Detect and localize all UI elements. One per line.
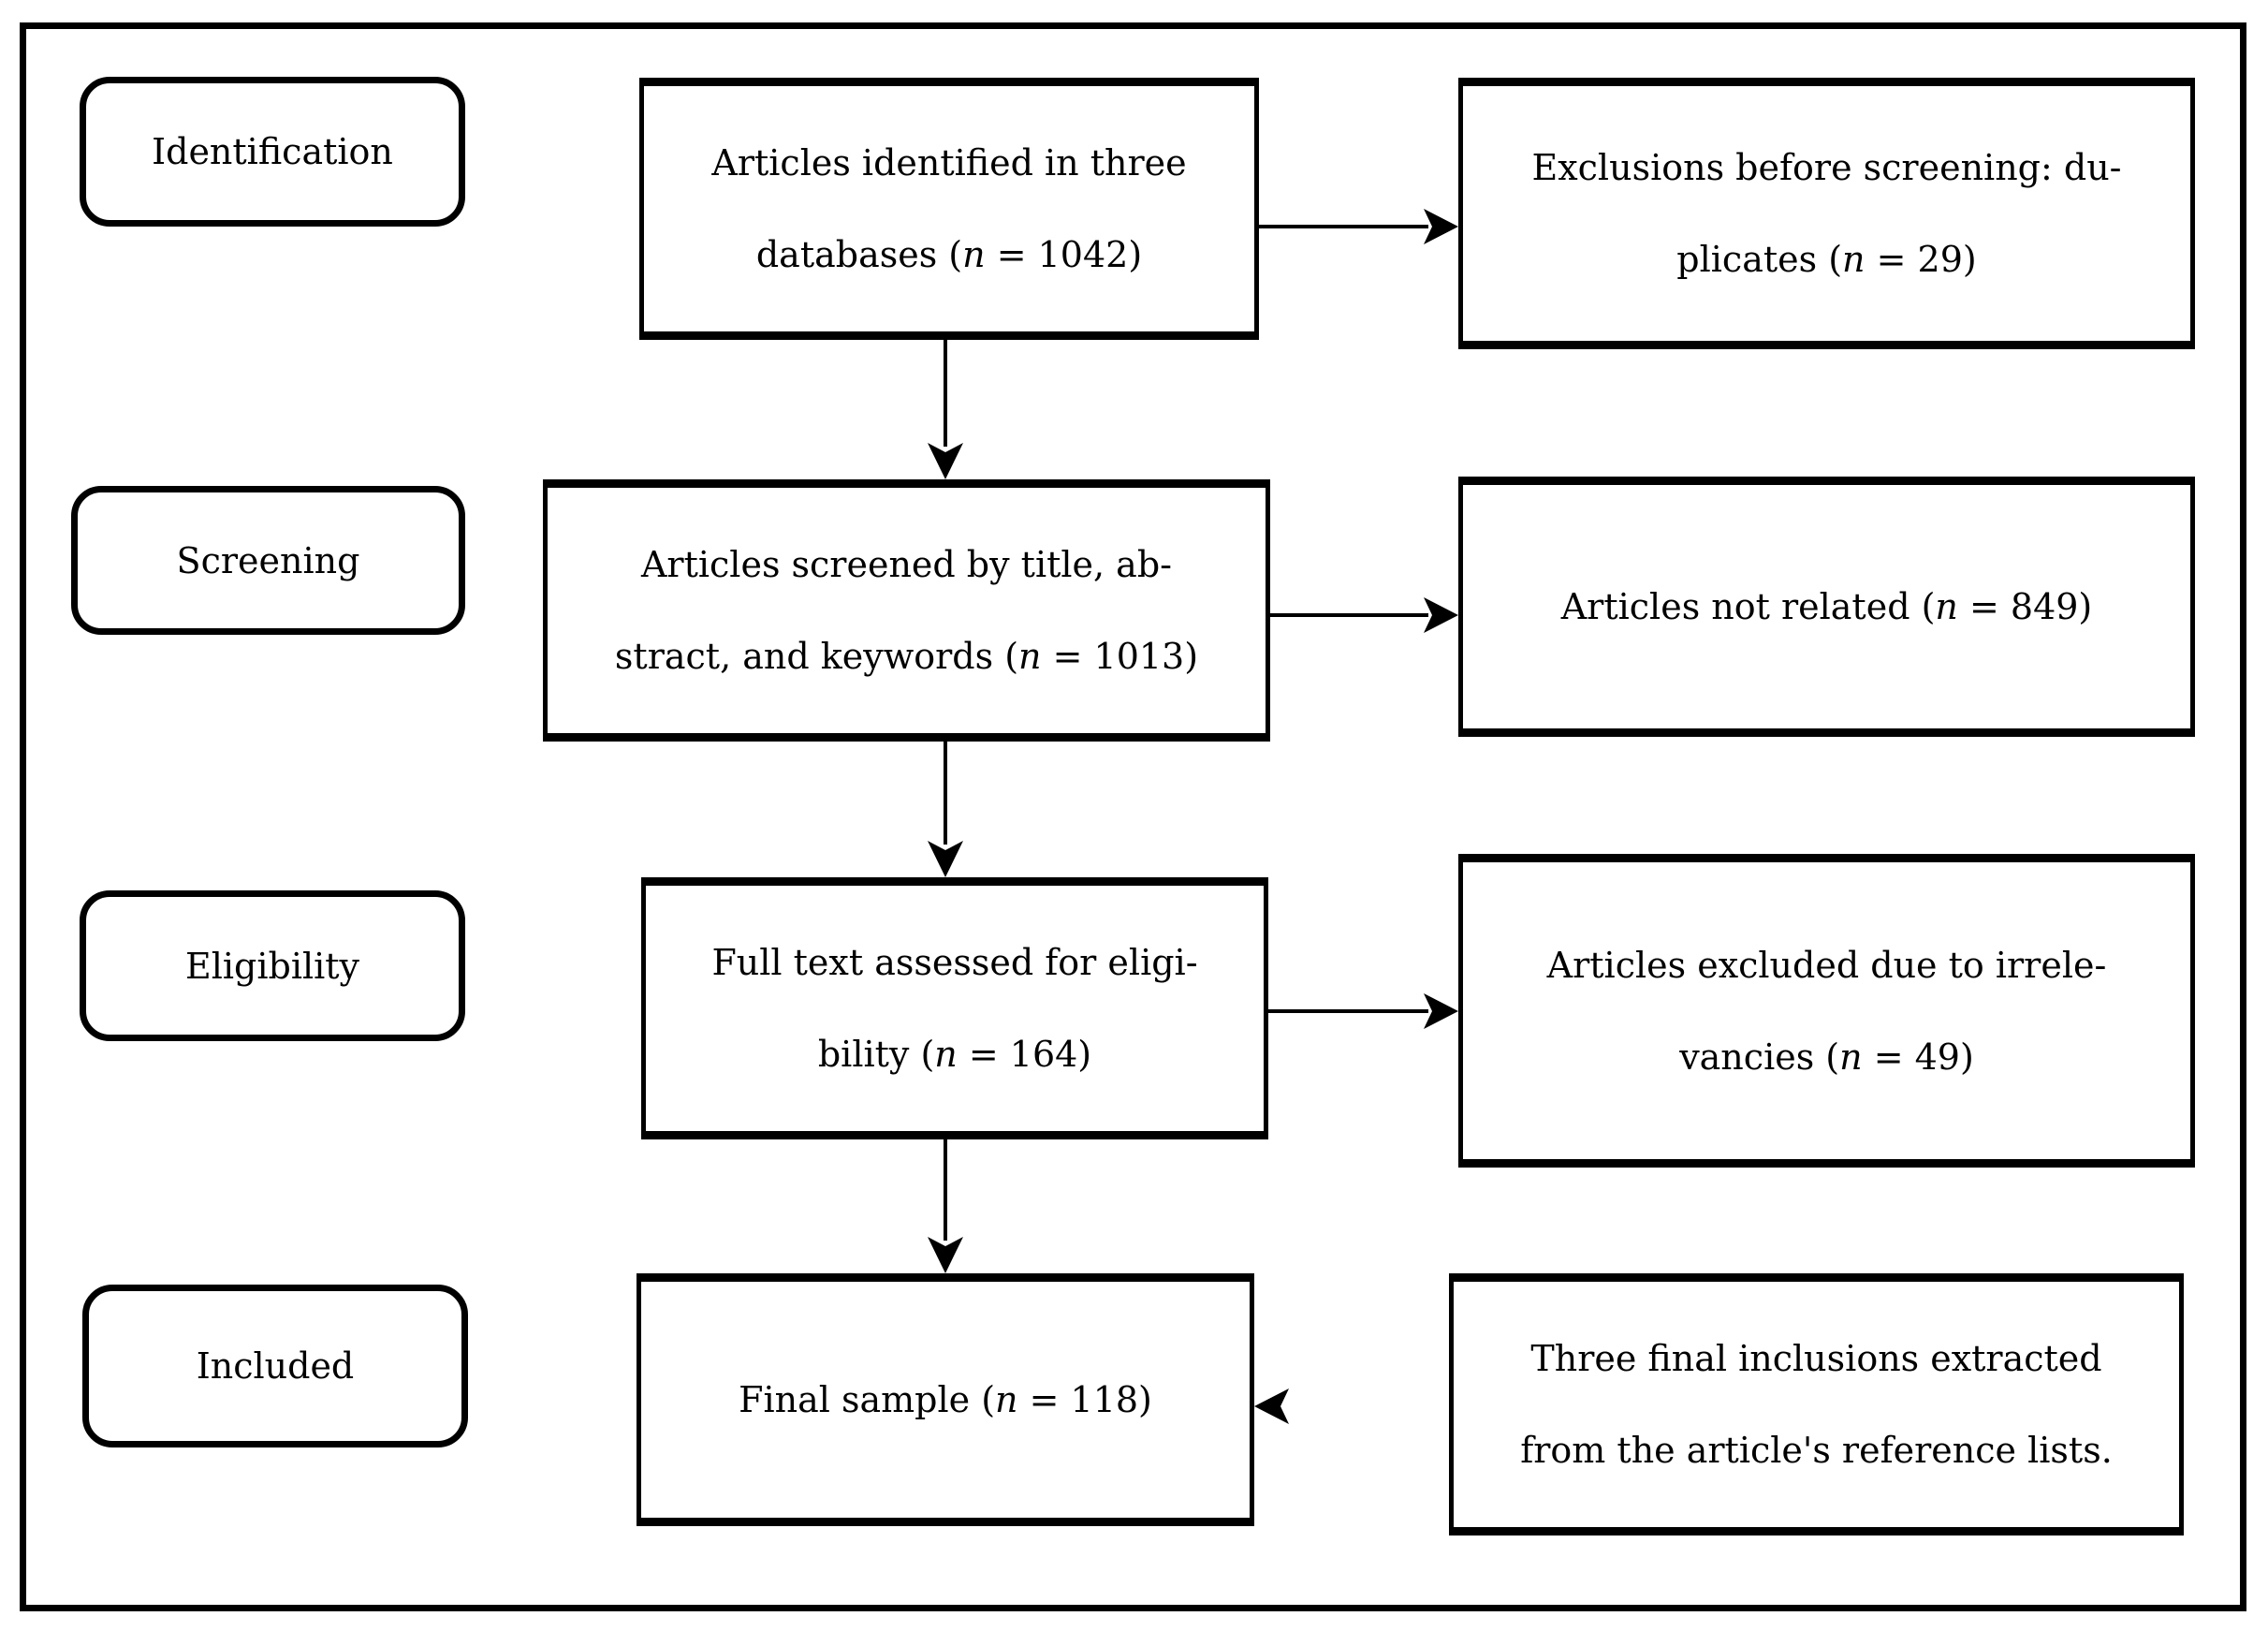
right-arrow-icon (1268, 993, 1458, 1029)
right-arrow-icon (1270, 597, 1458, 633)
italic-n: n (1842, 239, 1866, 280)
stage-box-included: Included (82, 1285, 468, 1447)
text-line: bility (n = 164) (818, 1034, 1091, 1075)
text-line: plicates (n = 29) (1676, 239, 1976, 280)
text-line: Final sample (n = 118) (739, 1379, 1152, 1420)
text-segment: = 1042) (985, 234, 1143, 275)
text-segment: Exclusions before screening: du- (1531, 147, 2122, 188)
text-line: stract, and keywords (n = 1013) (615, 636, 1198, 677)
text-line: Exclusions before screening: du- (1531, 147, 2121, 188)
text-segment: bility ( (817, 1034, 935, 1075)
text-segment: = 49) (1862, 1036, 1974, 1078)
stage-box-eligibility: Eligibility (80, 890, 465, 1041)
main-box-screening: Articles screened by title, ab- stract, … (543, 479, 1270, 742)
stage-box-screening: Screening (71, 486, 465, 635)
text-line: Three final inclusions extracted (1530, 1338, 2101, 1379)
side-box-reference-inclusions: Three final inclusions extracted from th… (1449, 1273, 2184, 1535)
text-line: Full text assessed for eligi- (711, 942, 1197, 983)
stage-label: Identification (152, 131, 393, 172)
text-segment: Articles identified in three (711, 142, 1187, 184)
italic-n: n (934, 1034, 958, 1075)
right-arrow-icon (1259, 209, 1458, 244)
text-line: Articles identified in three (711, 142, 1186, 184)
stage-box-identification: Identification (80, 77, 465, 227)
italic-n: n (995, 1379, 1018, 1420)
text-segment: = 164) (957, 1034, 1092, 1075)
text-segment: databases ( (755, 234, 963, 275)
stage-label: Included (196, 1345, 355, 1387)
text-segment: stract, and keywords ( (614, 636, 1019, 677)
left-arrow-icon (1254, 1389, 1449, 1424)
text-line: Articles excluded due to irrele- (1547, 945, 2107, 986)
text-segment: plicates ( (1676, 239, 1843, 280)
text-line: vancies (n = 49) (1679, 1036, 1974, 1078)
stage-label: Eligibility (184, 945, 360, 987)
down-arrow-icon (928, 340, 963, 479)
text-segment: = 1013) (1041, 636, 1199, 677)
text-segment: Articles excluded due to irrele- (1546, 944, 2107, 986)
stage-label: Screening (176, 539, 360, 581)
text-segment: vancies ( (1679, 1036, 1840, 1078)
text-line: from the article's reference lists. (1520, 1430, 2113, 1471)
main-box-identification: Articles identified in three databases (… (639, 78, 1259, 340)
text-segment: Articles screened by title, ab- (640, 544, 1172, 585)
text-line: databases (n = 1042) (756, 234, 1142, 275)
side-box-excluded-irrelevancies: Articles excluded due to irrele- vancies… (1458, 854, 2195, 1168)
text-segment: from the article's reference lists. (1520, 1430, 2113, 1471)
italic-n: n (1839, 1036, 1863, 1078)
italic-n: n (1018, 636, 1042, 677)
italic-n: n (962, 234, 986, 275)
side-box-not-related: Articles not related (n = 849) (1458, 477, 2195, 737)
text-segment: Articles not related ( (1560, 586, 1936, 627)
text-segment: Final sample ( (739, 1379, 996, 1420)
text-segment: = 29) (1865, 239, 1977, 280)
text-line: Articles screened by title, ab- (641, 544, 1172, 585)
italic-n: n (1935, 586, 1958, 627)
side-box-exclusions-duplicates: Exclusions before screening: du- plicate… (1458, 78, 2195, 349)
down-arrow-icon (928, 742, 963, 877)
text-segment: Full text assessed for eligi- (711, 942, 1198, 983)
down-arrow-icon (928, 1139, 963, 1273)
text-segment: = 849) (1957, 586, 2093, 627)
text-segment: Three final inclusions extracted (1530, 1338, 2102, 1379)
text-segment: = 118) (1017, 1379, 1152, 1420)
text-line: Articles not related (n = 849) (1561, 586, 2093, 627)
main-box-eligibility: Full text assessed for eligi- bility (n … (641, 877, 1268, 1139)
main-box-included: Final sample (n = 118) (637, 1273, 1254, 1526)
figure-border (20, 22, 2246, 1611)
